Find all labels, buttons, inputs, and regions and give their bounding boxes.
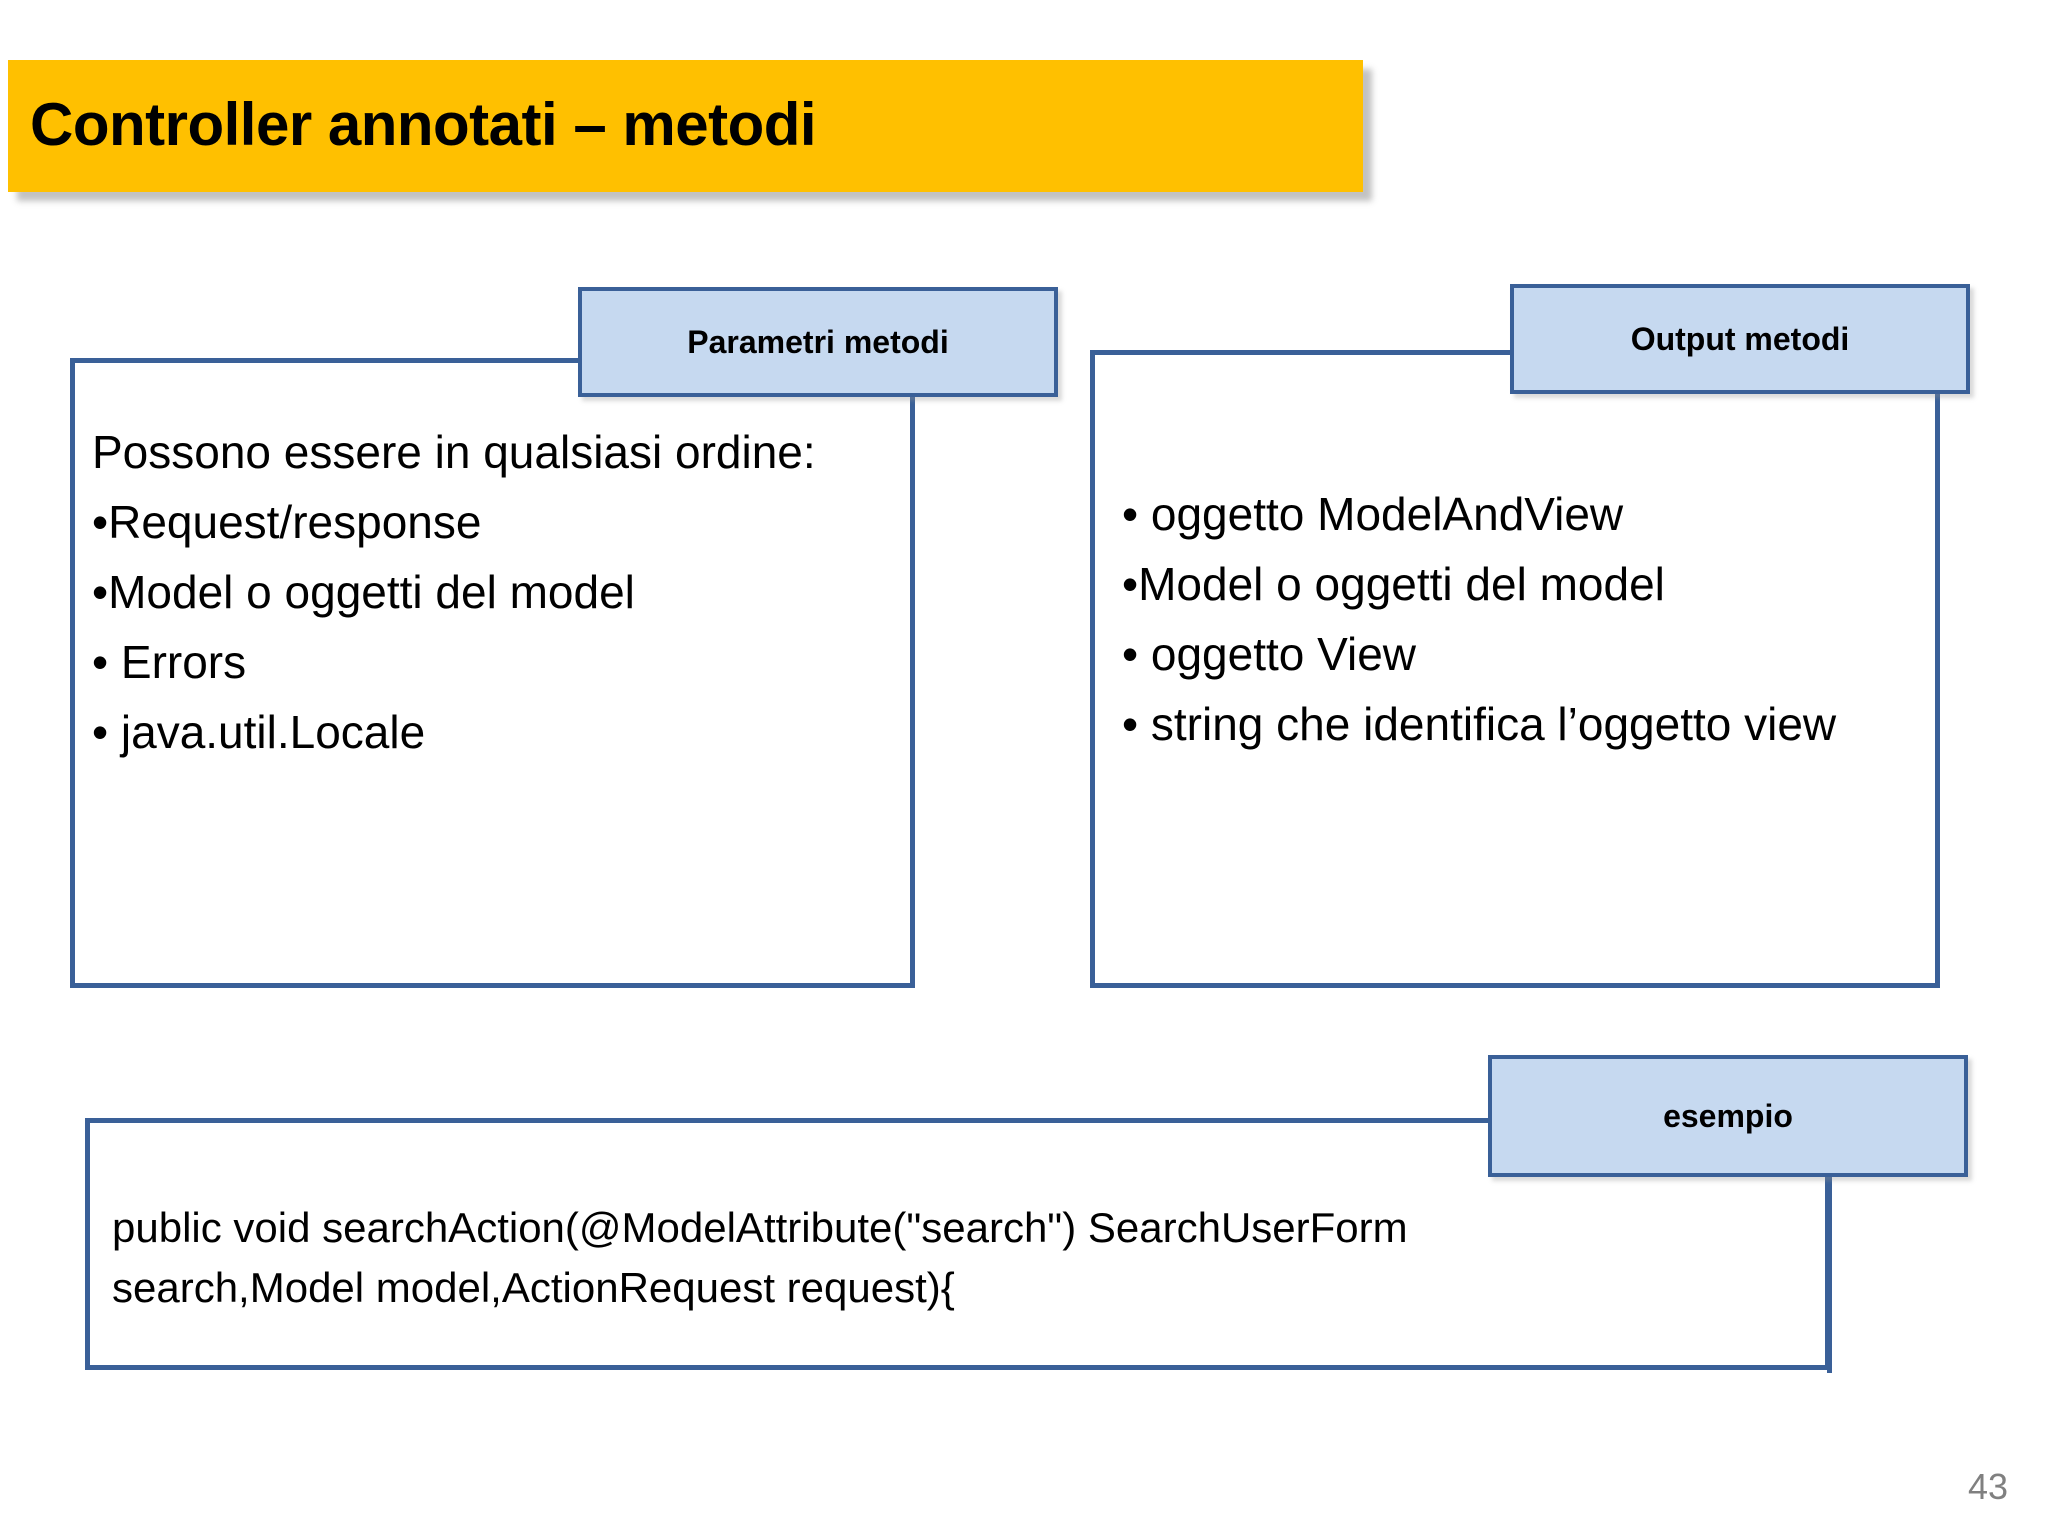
page-title: Controller annotati – metodi [30,91,817,159]
esempio-label: esempio [1488,1055,1968,1177]
page-number: 43 [1967,1466,2008,1507]
esempio-code: public void searchAction(@ModelAttribute… [112,1198,1792,1317]
esempio-label-text: esempio [1663,1097,1793,1134]
output-metodi-content: • oggetto ModelAndView •Model o oggetti … [1122,480,1932,760]
parametri-metodi-label-text: Parametri metodi [687,323,949,360]
list-item: • oggetto View [1122,627,1417,680]
esempio-connector-line [1827,1173,1832,1373]
slide-title-bar: Controller annotati – metodi [8,60,1363,192]
list-item: • oggetto ModelAndView [1122,488,1624,540]
parametri-metodi-intro: Possono essere in qualsiasi ordine: [92,426,816,478]
parametri-metodi-content: Possono essere in qualsiasi ordine: •Req… [92,418,892,768]
esempio-top-rule [85,1118,1490,1123]
output-metodi-box [1090,350,1940,988]
parametri-metodi-top-rule [70,358,580,363]
list-item: • java.util.Locale [92,705,426,758]
output-metodi-label: Output metodi [1510,284,1970,394]
code-line: search,Model model,ActionRequest request… [112,1263,955,1311]
parametri-metodi-label: Parametri metodi [578,287,1058,397]
output-metodi-label-text: Output metodi [1630,320,1850,357]
list-item: •Model o oggetti del model [1122,557,1665,610]
list-item: • Errors [92,635,247,688]
output-metodi-top-rule [1090,350,1515,355]
code-line: public void searchAction(@ModelAttribute… [112,1204,1408,1251]
list-item: •Model o oggetti del model [92,565,635,618]
list-item: • string che identifica l’oggetto view [1122,697,1837,750]
list-item: •Request/response [92,495,482,548]
parametri-metodi-box [70,358,915,988]
